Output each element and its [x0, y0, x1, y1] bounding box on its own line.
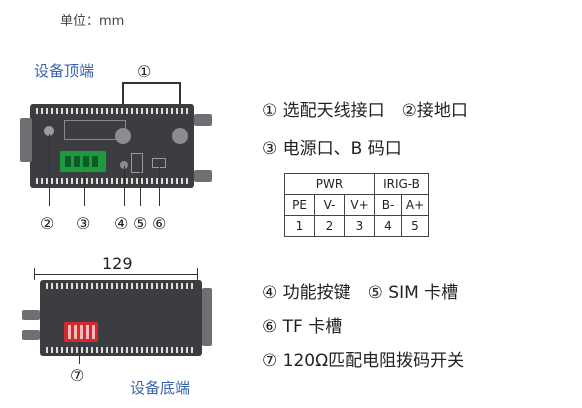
- pin-name: B-: [374, 194, 402, 216]
- dimension-tick-right: [197, 268, 198, 280]
- terminal-block: [60, 151, 106, 172]
- bottom-section-title: 设备底端: [130, 379, 191, 397]
- dip-switch: [64, 322, 98, 342]
- callout-1: ①: [137, 62, 152, 81]
- pin-number: 2: [314, 215, 345, 237]
- pin-group-irigb: IRIG-B: [374, 173, 429, 195]
- callout-7-lead: [79, 342, 80, 364]
- antenna-stub-bottom-2: [22, 330, 40, 340]
- cooling-fins-bottom: [36, 178, 188, 184]
- cooling-fins-top: [36, 108, 188, 114]
- cooling-fins-bottom: [46, 347, 196, 353]
- callout-4-lead: [124, 166, 125, 206]
- pin-table: PWR IRIG-B PE V- V+ B- A+ 1 2 3 4 5: [284, 173, 429, 237]
- callout-1-lead-left: [122, 82, 124, 106]
- pin-name: A+: [401, 194, 429, 216]
- legend-line-5: ⑦ 120Ω匹配电阻拨码开关: [262, 351, 465, 371]
- antenna-stub-top-2: [194, 170, 212, 182]
- pin-number: 4: [374, 215, 402, 237]
- callout-7: ⑦: [70, 366, 85, 385]
- callout-5: ⑤: [133, 214, 148, 233]
- antenna-port-2: [172, 128, 188, 144]
- cooling-fins-top: [46, 283, 196, 289]
- pin-number: 1: [284, 215, 315, 237]
- legend-line-1: ① 选配天线接口 ②接地口: [262, 101, 468, 121]
- sim-slot: [131, 153, 143, 173]
- pin-name: PE: [284, 194, 315, 216]
- callout-3: ③: [76, 214, 91, 233]
- callout-6: ⑥: [152, 214, 167, 233]
- ground-screw: [44, 126, 54, 136]
- device-bottom-view: [40, 280, 202, 356]
- legend-line-2: ③ 电源口、B 码口: [262, 139, 402, 159]
- antenna-port-1: [115, 128, 131, 144]
- side-mount-left-top: [20, 118, 32, 162]
- dimension-tick-left: [34, 268, 35, 280]
- top-section-title: 设备顶端: [34, 62, 95, 80]
- legend-line-4: ⑥ TF 卡槽: [262, 317, 343, 337]
- callout-6-lead: [159, 166, 160, 206]
- antenna-stub-top-1: [194, 114, 212, 126]
- callout-2: ②: [40, 214, 55, 233]
- callout-1-lead-right: [179, 82, 181, 106]
- callout-3-lead: [84, 172, 85, 206]
- device-top-view: [30, 104, 194, 188]
- dimension-line: [34, 274, 198, 275]
- callout-1-bracket: [122, 82, 180, 84]
- function-button: [120, 161, 128, 169]
- dimension-value: 129: [102, 254, 133, 273]
- unit-label: 单位：mm: [60, 14, 125, 29]
- pin-number: 3: [344, 215, 375, 237]
- pin-name: V+: [344, 194, 375, 216]
- legend-line-3: ④ 功能按键 ⑤ SIM 卡槽: [262, 283, 459, 303]
- callout-5-lead: [140, 166, 141, 206]
- callout-2-lead: [49, 134, 50, 206]
- pin-group-pwr: PWR: [284, 173, 375, 195]
- callout-4: ④: [114, 214, 129, 233]
- side-mount-right-bottom: [202, 288, 212, 346]
- pin-name: V-: [314, 194, 345, 216]
- pin-number: 5: [401, 215, 429, 237]
- antenna-stub-bottom-1: [22, 310, 40, 320]
